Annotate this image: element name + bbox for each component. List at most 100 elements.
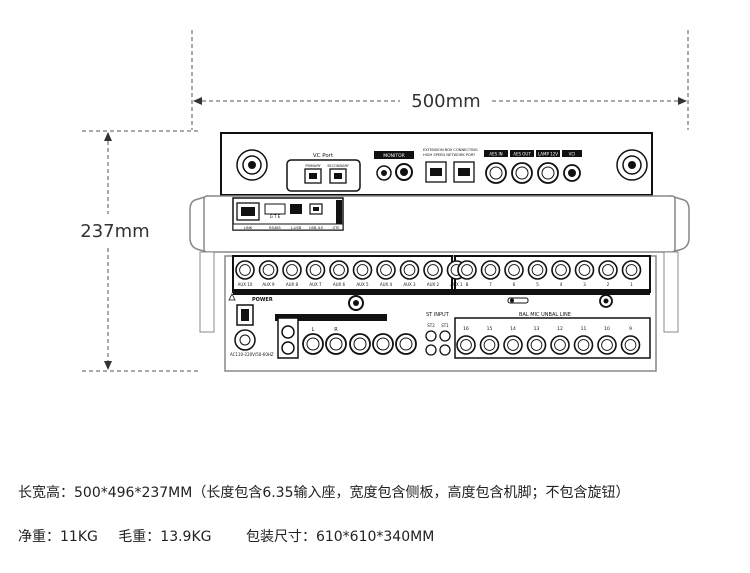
aux-label: AUX 10 (238, 282, 253, 287)
extension-ports: EXTENSION BOX CONNECTING HIGH SPEED NETW… (423, 148, 478, 183)
power-label: POWER (252, 297, 273, 303)
input-number: 9 (629, 326, 632, 332)
bal-mic-section: BAL MIC UNBAL LINE 16 15 14 13 12 11 10 9 (454, 294, 651, 359)
width-dimension (191, 30, 689, 130)
bal-label: 8 (466, 282, 469, 287)
port-label-rs485: RS485 (269, 226, 281, 230)
bal-label: 1 (630, 282, 633, 287)
monitor-out-r: R (334, 327, 338, 333)
aux-xlr-connector (258, 260, 279, 280)
bal-label: 5 (536, 282, 539, 287)
width-label: 500mm (411, 91, 480, 112)
lamp-label: LAMP 12V (538, 152, 558, 157)
gross-weight-text: 毛重：13.9KG (118, 529, 212, 545)
input-xlr-connector (597, 335, 617, 355)
mid-panel-ports: G T E LINK RS485 L-USB USB-ILS GTE (232, 197, 344, 231)
input-xlr-connector (620, 335, 641, 355)
st2-label: ST2 (427, 323, 435, 328)
monitor-label: MONITOR (383, 153, 405, 159)
extension-label-2: HIGH SPEED NETWORK PORT (423, 153, 476, 157)
bal-label: 3 (583, 282, 586, 287)
aux-label: AUX 9 (262, 282, 275, 287)
aux-label: AUX 2 (427, 282, 440, 287)
aux-xlr-connector (352, 260, 373, 280)
aux-label: AUX 1 (450, 282, 463, 287)
aux-xlr-connector (399, 260, 420, 280)
port-label-gte: GTE (332, 226, 340, 230)
aux-xlr-connector (305, 260, 326, 280)
talkback-knob (348, 295, 364, 311)
input-xlr-connector (503, 335, 523, 355)
input-xlr-connector (456, 335, 476, 355)
input-xlr-connector (526, 335, 547, 355)
vc-port-box: VC Port PRIMARY SECONDARY (286, 153, 361, 192)
aes-connectors: AES IN AES OUT LAMP 12V VCI (484, 150, 582, 184)
input-number: 10 (604, 326, 610, 332)
aux-xlr-connector (423, 260, 443, 280)
aux-xlr-connector (329, 260, 349, 280)
aux-label: AUX 3 (403, 282, 416, 287)
aes-in-label: AES IN (489, 152, 502, 157)
input-number: 15 (487, 326, 493, 332)
aux-label: AUX 6 (333, 282, 346, 287)
aux-label: AUX 7 (309, 282, 322, 287)
input-number: 16 (463, 326, 469, 332)
aux-xlr-connector (282, 260, 302, 280)
bal-xlr-connector (504, 260, 524, 280)
dimensions-spec-text: 长宽高：500*496*237MM（长度包含6.35输入座，宽度包含侧板，高度包… (18, 485, 630, 501)
bal-xlr-connector (457, 260, 477, 280)
right-speakon-connector (616, 149, 648, 181)
rear-panel: VC Port PRIMARY SECONDARY MONITOR EXTENS… (220, 132, 653, 196)
input-number: 11 (581, 326, 587, 332)
bal-xlr-connector (480, 260, 501, 280)
aes-out-label: AES OUT (513, 152, 531, 157)
bal-xlr-connector (527, 260, 548, 280)
aux-xlr-connector (376, 260, 396, 280)
monitor-out-l: L (312, 327, 315, 333)
bal-xlr-connector (598, 260, 618, 280)
st1-label: ST1 (441, 323, 449, 328)
input-xlr-connector (573, 335, 594, 355)
weight-spec: 净重：11KG 毛重：13.9KG 包装尺寸：610*610*340MM (18, 526, 434, 546)
bal-xlr-row: 8 7 6 5 4 3 2 1 (457, 260, 642, 287)
bal-label: 7 (489, 282, 492, 287)
vc-port-label: VC Port (313, 153, 334, 159)
bal-label: 6 (513, 282, 516, 287)
mixer-dimension-diagram: 500mm 237mm VC Port PRIMARY SECONDARY (80, 30, 690, 372)
monitor-section: MONITOR (374, 151, 414, 181)
front-panel: AUX 10 AUX 9 AUX 8 AUX 7 AUX 6 AUX 5 AUX 4 AUX … (224, 255, 657, 372)
input-number: 12 (557, 326, 563, 332)
extension-label-1: EXTENSION BOX CONNECTING (423, 148, 478, 152)
height-dimension (82, 130, 200, 372)
aux-label: AUX 5 (356, 282, 369, 287)
aux-xlr-connector (235, 260, 255, 280)
aux-label: AUX 4 (380, 282, 393, 287)
input-xlr-connector (479, 335, 500, 355)
aux-label: AUX 8 (286, 282, 299, 287)
primary-label: PRIMARY (305, 164, 321, 168)
vci-label: VCI (569, 152, 576, 157)
bal-label: 2 (607, 282, 610, 287)
bal-xlr-connector (574, 260, 595, 280)
left-speakon-connector (236, 149, 268, 181)
port-label-lusb: L-USB (291, 226, 302, 230)
height-label: 237mm (80, 221, 149, 242)
net-weight-text: 净重：11KG (18, 529, 98, 545)
st-input-section: ST INPUT ST2 ST1 (425, 312, 451, 356)
power-section: POWER AC110-220V/50-60HZ (228, 293, 274, 357)
st-input-label: ST INPUT (426, 312, 450, 318)
input-number: 14 (510, 326, 516, 332)
bal-xlr-connector (551, 260, 571, 280)
monitor-out-section: L R (275, 314, 417, 359)
input-xlr-row: 16 15 14 13 12 11 10 9 (456, 326, 641, 355)
port-label-link: LINK (244, 226, 253, 230)
bal-xlr-connector (621, 260, 642, 280)
ac-label: AC110-220V/50-60HZ (230, 352, 274, 357)
svg-text:G T E: G T E (270, 214, 281, 219)
bal-mic-label: BAL MIC UNBAL LINE (519, 312, 571, 318)
input-number: 13 (534, 326, 540, 332)
bal-label: 4 (560, 282, 563, 287)
port-label-usbils: USB-ILS (309, 226, 324, 230)
input-xlr-connector (550, 335, 570, 355)
dimensions-spec: 长宽高：500*496*237MM（长度包含6.35输入座，宽度包含侧板，高度包… (18, 482, 630, 502)
